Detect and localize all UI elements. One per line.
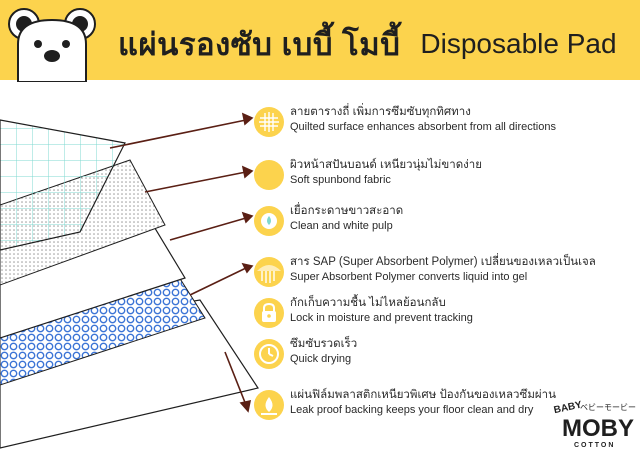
feature-spunbond: ผิวหน้าสปันบอนด์ เหนียวนุ่มไม่ขาดง่าย So… (254, 158, 640, 200)
arrow-3 (169, 217, 247, 241)
feature-text-th: ซึมซับรวดเร็ว (290, 338, 358, 350)
feature-text-en: Quick drying (290, 353, 352, 365)
lock-icon (254, 298, 284, 328)
feature-text-en: Quilted surface enhances absorbent from … (290, 121, 556, 133)
feature-text-th: แผ่นฟิล์มพลาสติกเหนียวพิเศษ ป้องกันของเห… (290, 389, 556, 401)
title-english: Disposable Pad (420, 28, 617, 59)
feature-text-th: เยื่อกระดาษขาวสะอาด (290, 205, 404, 217)
circle-icon (254, 160, 284, 190)
feature-text-en: Super Absorbent Polymer converts liquid … (290, 271, 528, 283)
clock-icon (254, 339, 284, 369)
feature-text-en: Leak proof backing keeps your floor clea… (290, 404, 534, 416)
feature-lock: กักเก็บความชื้น ไม่ไหลย้อนกลับ Lock in m… (254, 296, 640, 338)
feature-text-th: กักเก็บความชื้น ไม่ไหลย้อนกลับ (290, 297, 446, 309)
feature-text-th: ลายตารางถี่ เพิ่มการซึมซับทุกทิศทาง (290, 106, 471, 118)
arrow-5 (224, 351, 247, 406)
arrow-2 (144, 171, 247, 193)
brand-logo: BABY ベビーモービー MOBY COTTON (553, 399, 636, 449)
polymer-icon (254, 257, 284, 287)
layer-quilted-top (0, 119, 126, 251)
title-thai: แผ่นรองซับ เบบี้ โมบี้ (118, 27, 401, 62)
droplet-icon (254, 206, 284, 236)
pad-layers-illustration (0, 112, 259, 449)
feature-text-th: ผิวหน้าสปันบอนด์ เหนียวนุ่มไม่ขาดง่าย (290, 159, 482, 171)
brand-top-text: BABY (553, 399, 583, 416)
feature-text-en: Soft spunbond fabric (290, 174, 391, 186)
feature-text-th: สาร SAP (Super Absorbent Polymer) เปลี่ย… (290, 256, 596, 268)
header-banner: แผ่นรองซับ เบบี้ โมบี้ Disposable Pad (0, 0, 640, 82)
brand-bottom-text: COTTON (574, 442, 615, 449)
feature-quilted: ลายตารางถี่ เพิ่มการซึมซับทุกทิศทาง Quil… (254, 105, 640, 147)
koala-mascot-icon (8, 8, 96, 82)
arrow-1 (109, 119, 247, 149)
feature-text-en: Lock in moisture and prevent tracking (290, 312, 473, 324)
page-title: แผ่นรองซับ เบบี้ โมบี้ Disposable Pad (118, 24, 617, 64)
feature-quick-dry: ซึมซับรวดเร็ว Quick drying (254, 337, 640, 379)
feature-pulp: เยื่อกระดาษขาวสะอาด Clean and white pulp (254, 204, 640, 246)
waterdrop-icon (254, 390, 284, 420)
feature-leak-proof: แผ่นฟิล์มพลาสติกเหนียวพิเศษ ป้องกันของเห… (254, 388, 640, 430)
grid-icon (254, 107, 284, 137)
arrow-4 (189, 267, 247, 296)
feature-text-en: Clean and white pulp (290, 220, 393, 232)
feature-sap: สาร SAP (Super Absorbent Polymer) เปลี่ย… (254, 255, 640, 297)
brand-katakana-text: ベビーモービー (580, 403, 636, 412)
brand-name-text: MOBY (562, 415, 634, 442)
